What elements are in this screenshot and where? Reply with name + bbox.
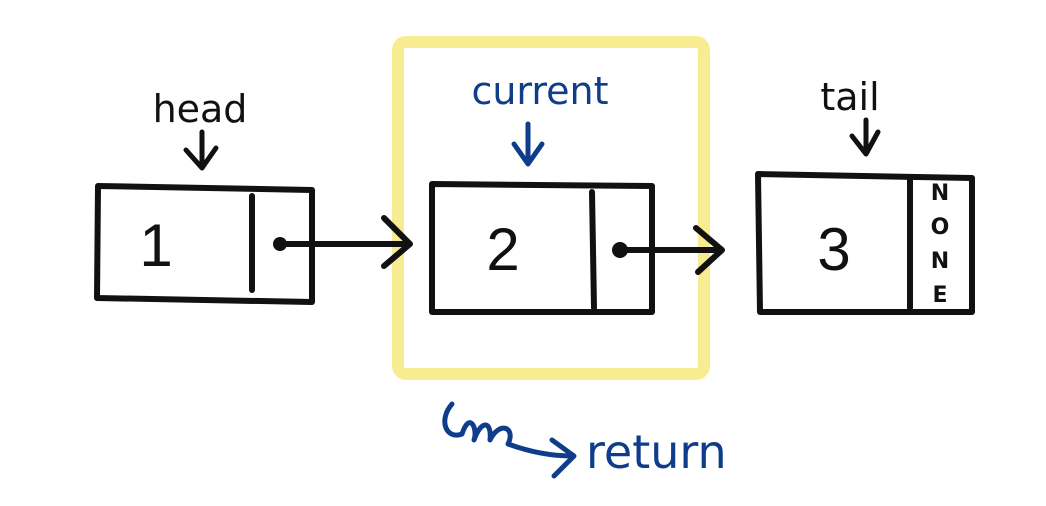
head-arrow-icon bbox=[183, 129, 219, 171]
none-letter-e: E bbox=[932, 283, 947, 308]
arrow-1-head bbox=[381, 215, 413, 269]
node-2-value: 2 bbox=[486, 216, 519, 283]
tail-arrow-icon bbox=[849, 117, 881, 157]
node-2-box bbox=[429, 181, 655, 315]
current-arrow-icon bbox=[511, 121, 545, 167]
node-3-box bbox=[755, 171, 975, 315]
scribble-arrow-icon bbox=[442, 401, 575, 459]
head-pointer: head bbox=[153, 87, 248, 171]
tail-pointer: tail bbox=[820, 75, 881, 157]
head-label: head bbox=[153, 87, 248, 131]
node-3-value: 3 bbox=[817, 216, 850, 283]
node-2: 2 bbox=[429, 181, 655, 315]
node-1-next-dot bbox=[273, 237, 287, 251]
tail-label: tail bbox=[820, 75, 879, 119]
current-pointer: current bbox=[471, 69, 609, 167]
node-2-next-dot bbox=[612, 242, 628, 258]
node-1-box bbox=[94, 183, 315, 305]
return-arrow-head-icon bbox=[549, 437, 577, 479]
node-1: 1 bbox=[94, 183, 315, 305]
highlight-box bbox=[392, 36, 710, 380]
arrow-node-2-to-3 bbox=[623, 225, 725, 275]
node-3: 3 N O N E bbox=[755, 171, 975, 315]
none-letter-n2: N bbox=[931, 249, 949, 274]
arrow-node-1-to-2 bbox=[283, 215, 413, 269]
none-letter-n1: N bbox=[931, 181, 949, 206]
node-2-divider bbox=[589, 189, 597, 311]
return-annotation: return bbox=[442, 401, 727, 479]
return-label: return bbox=[586, 425, 727, 479]
current-label: current bbox=[471, 69, 608, 113]
arrow-2-head bbox=[693, 225, 725, 275]
none-letter-o: O bbox=[931, 215, 950, 240]
node-1-value: 1 bbox=[139, 212, 172, 279]
